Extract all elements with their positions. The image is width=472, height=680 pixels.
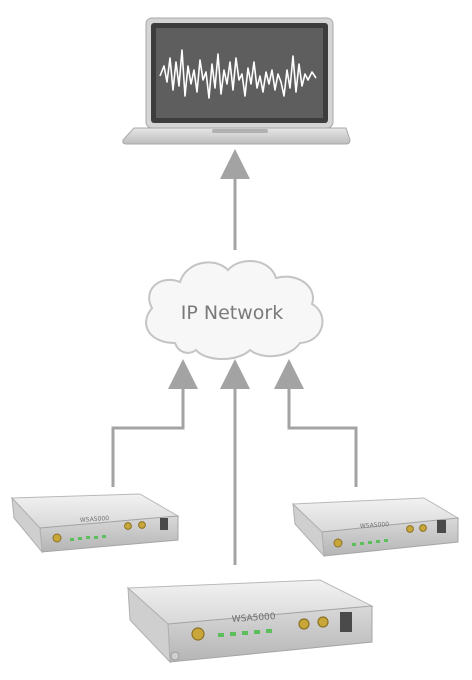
cloud-icon: IP Network (145, 259, 324, 360)
status-leds (218, 629, 272, 637)
rf-analyzer-device-center: WSA5000 (126, 579, 374, 664)
arrow-left-device-to-cloud (111, 359, 198, 487)
rf-connector-icon (138, 521, 146, 529)
rf-connector-icon (298, 618, 310, 630)
port-icon (437, 520, 446, 533)
status-leds (352, 539, 388, 546)
waveform-icon (159, 49, 317, 99)
rf-connector-icon (419, 524, 427, 532)
port-icon (160, 518, 168, 530)
port-icon (340, 612, 352, 632)
rf-connector-icon (333, 538, 343, 548)
rf-connector-icon (52, 533, 62, 543)
rf-analyzer-device-right: WSA5000 (291, 497, 460, 558)
device-model-label: WSA5000 (80, 515, 110, 524)
status-leds (70, 535, 106, 541)
device-model-label: WSA5000 (232, 612, 277, 625)
laptop-icon (122, 17, 351, 145)
rack-screw-icon (170, 651, 180, 661)
device-model-label: WSA5000 (360, 521, 390, 530)
rf-analyzer-device-left: WSA5000 (10, 493, 180, 554)
network-label: IP Network (181, 302, 283, 324)
rf-connector-icon (124, 522, 132, 530)
rf-connector-icon (191, 627, 205, 641)
rf-connector-icon (406, 525, 414, 533)
rf-connector-icon (317, 616, 329, 628)
arrow-right-device-to-cloud (274, 359, 358, 487)
